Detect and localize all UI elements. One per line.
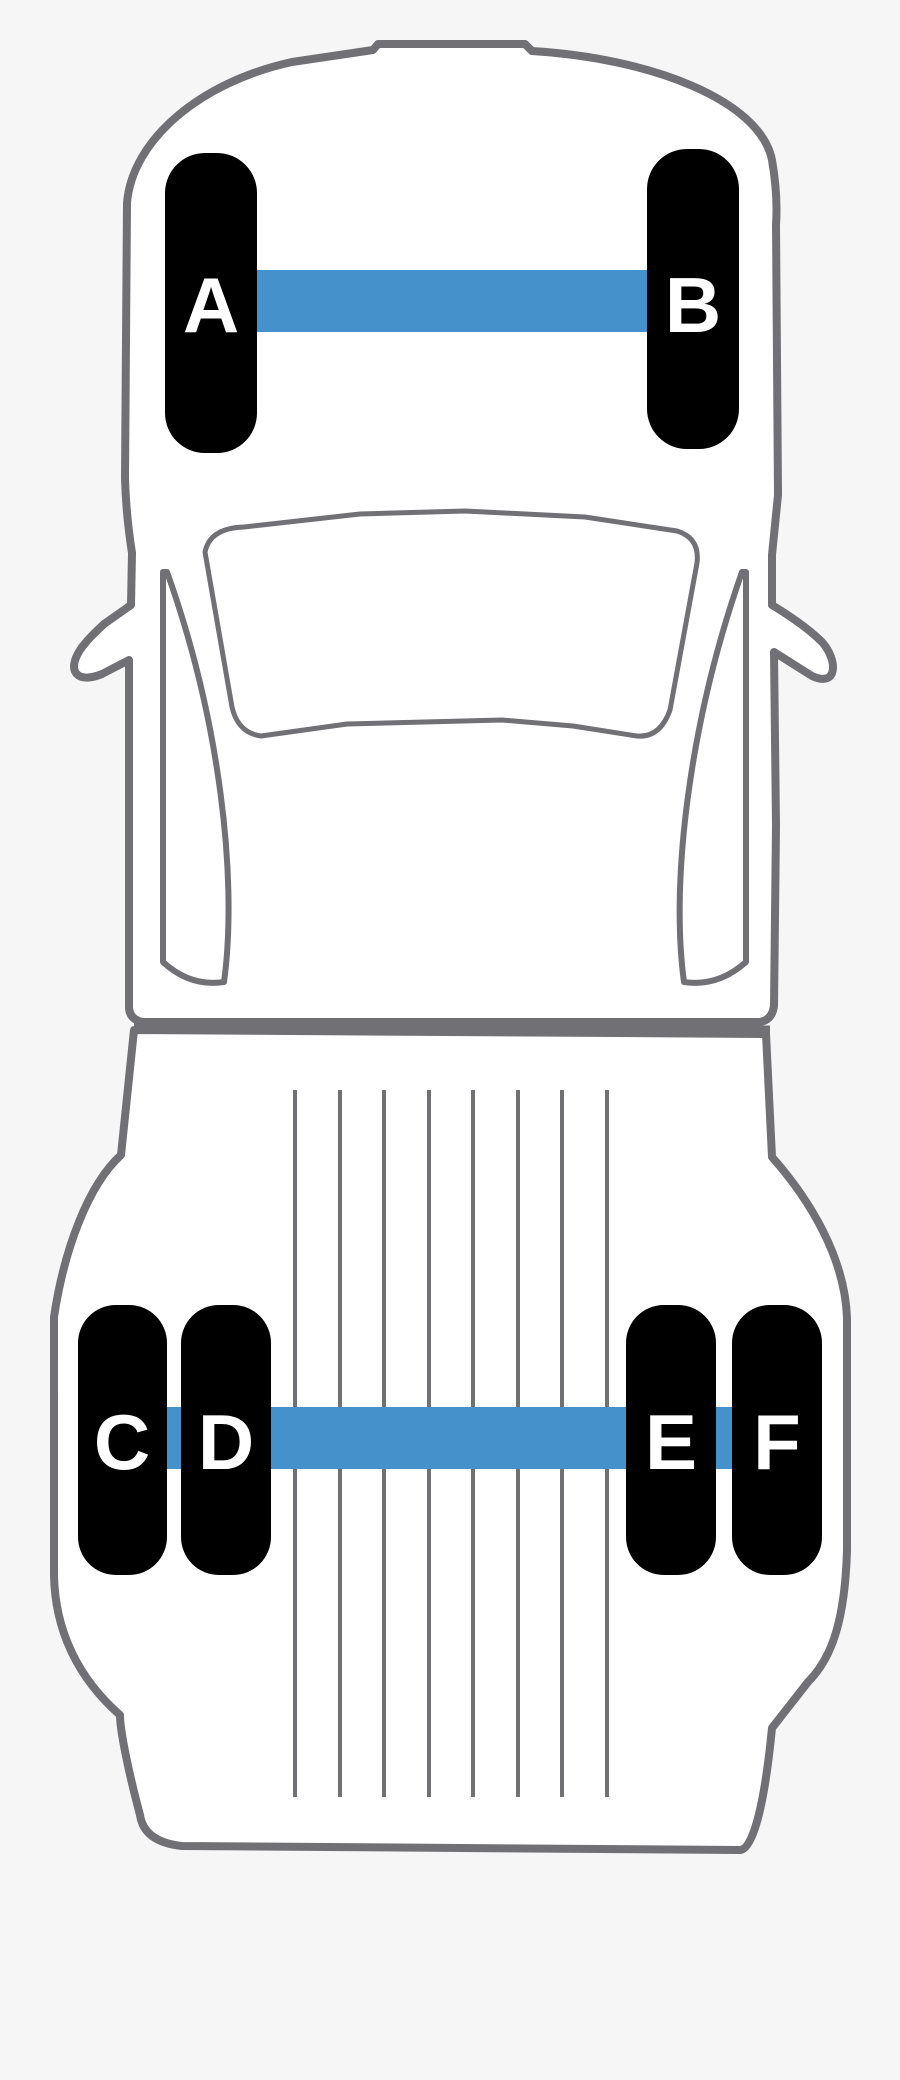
tire-front-left-shape	[165, 153, 257, 453]
front-axle	[256, 270, 648, 332]
tire-rear-left-inner[interactable]: D	[181, 1305, 271, 1575]
left-side-window	[160, 569, 232, 986]
tire-rear-left-outer-shape	[78, 1305, 167, 1575]
tire-rear-right-inner[interactable]: E	[626, 1305, 716, 1575]
tire-front-right-shape	[647, 149, 739, 449]
tire-front-right[interactable]: B	[647, 149, 739, 449]
tire-rear-left-inner-shape	[181, 1305, 271, 1575]
tire-rear-right-inner-shape	[626, 1305, 716, 1575]
tire-label-a: A	[183, 261, 239, 349]
windshield	[202, 508, 700, 739]
tire-label-e: E	[645, 1398, 697, 1486]
tire-label-d: D	[198, 1398, 254, 1486]
tire-label-c: C	[94, 1398, 150, 1486]
tire-rear-left-outer[interactable]: C	[78, 1305, 167, 1575]
tire-front-left[interactable]: A	[165, 153, 257, 453]
tire-label-f: F	[753, 1398, 801, 1486]
tire-rear-right-outer[interactable]: F	[732, 1305, 822, 1575]
tire-label-b: B	[665, 261, 721, 349]
right-side-window	[676, 569, 749, 986]
tire-rear-right-outer-shape	[732, 1305, 822, 1575]
